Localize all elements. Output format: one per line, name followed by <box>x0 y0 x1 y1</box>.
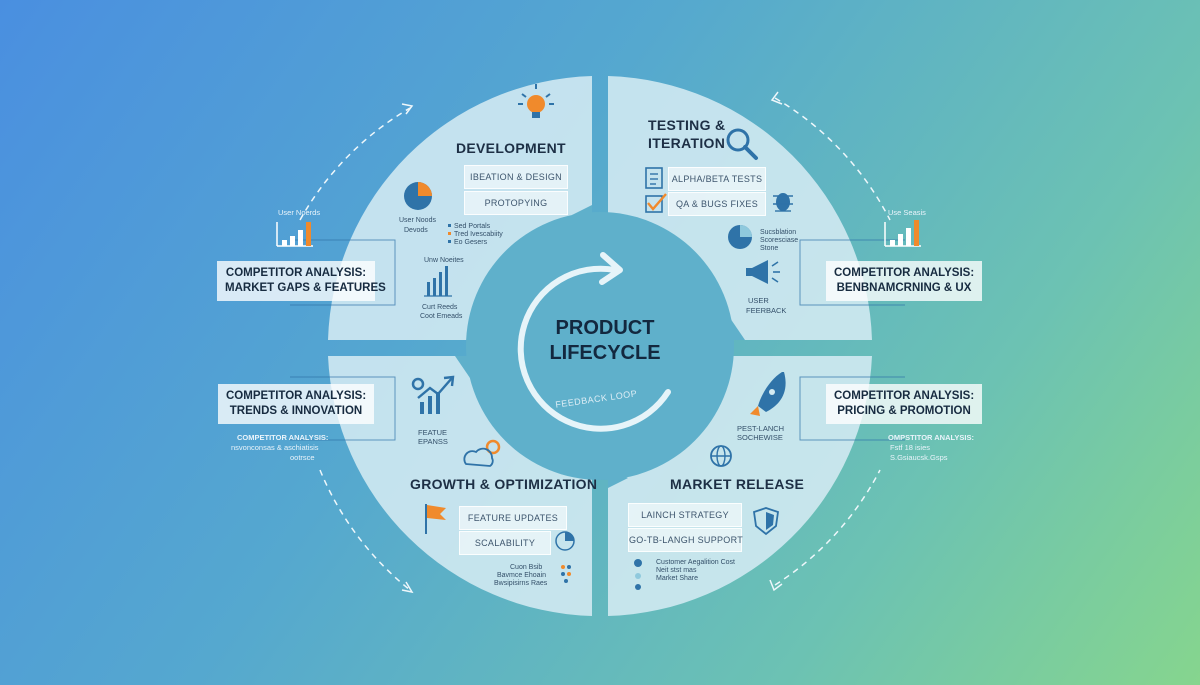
growth-legend-2: Bavmce Ehoain <box>497 572 547 579</box>
growth-pie-icon <box>555 531 575 551</box>
pie-chart-icon <box>404 182 432 210</box>
testing-pie-label-3: Stone <box>760 245 779 252</box>
megaphone-icon <box>746 260 780 284</box>
globe-icon <box>710 445 732 467</box>
stage-title-growth: GROWTH & OPTIMIZATION <box>410 476 598 492</box>
dev-bottom-label-2: Coot Emeads <box>420 313 463 320</box>
left-mini-bar-chart <box>276 222 313 247</box>
competitor-box-market-gaps[interactable]: COMPETITOR ANALYSIS: MARKET GAPS & FEATU… <box>217 261 386 301</box>
release-launch-label-2: SOCHEWISE <box>737 433 783 442</box>
shield-icon <box>753 507 779 536</box>
flag-icon <box>425 504 446 534</box>
center-title-line2: LIFECYCLE <box>549 342 661 364</box>
bug-icon <box>773 193 793 212</box>
stage-title-testing-line1: TESTING & <box>648 117 726 133</box>
release-legend-dots <box>634 559 642 590</box>
bar-chart-icon <box>424 266 452 297</box>
left-note-line-2: nsvonconsas & aschiatisis <box>231 443 319 452</box>
chip-go-to-launch[interactable]: GO-TB-LANGH SUPPORT <box>628 528 743 552</box>
dev-pie-label-1: User Noods <box>399 217 436 224</box>
growth-legend-1: Cuon Bsib <box>510 564 543 571</box>
growth-feature-label-2: EPANSS <box>418 437 448 446</box>
chip-alpha-beta[interactable]: ALPHA/BETA TESTS <box>668 167 766 191</box>
center-title: PRODUCT LIFECYCLE <box>520 316 690 366</box>
chip-feature-updates[interactable]: FEATURE UPDATES <box>459 506 567 530</box>
outer-dashed-arrows <box>299 97 891 591</box>
release-legend-2: Neit stst mas <box>656 567 697 574</box>
growth-legend-3: Bwsipisirns Raes <box>494 580 548 587</box>
release-launch-label-1: PEST-LANCH <box>737 424 785 433</box>
checkbox-icon <box>645 193 667 213</box>
document-icon <box>645 167 663 189</box>
cloud-gear-icon <box>463 439 501 467</box>
testing-feedback-label-2: FEERBACK <box>746 306 787 315</box>
connector-lines <box>290 239 905 441</box>
lightbulb-icon <box>518 84 554 118</box>
left-note-line-1: COMPETITOR ANALYSIS: <box>237 433 329 442</box>
dev-legend-1: Sed Portals <box>454 223 491 230</box>
dashed-arrow-heads <box>401 91 783 594</box>
stage-title-testing-line2: ITERATION <box>648 135 726 151</box>
competitor-box-market-gaps-line2: MARKET GAPS & FEATURES <box>225 282 386 294</box>
growth-feature-label-1: FEATUE <box>418 428 448 437</box>
right-mini-bar-chart <box>884 220 921 247</box>
center-title-line1: PRODUCT <box>555 317 655 339</box>
chip-ideation[interactable]: IBEATION & DESIGN <box>464 165 568 189</box>
dev-legend-2: Tred Ivescabiity <box>454 231 503 238</box>
magnifier-icon <box>726 128 758 160</box>
dev-pie-label-2: Devods <box>404 227 428 234</box>
right-note-line-2: Fstf 18 isies <box>890 443 931 452</box>
competitor-box-pricing[interactable]: COMPETITOR ANALYSIS: PRICING & PROMOTION <box>826 384 982 424</box>
competitor-box-benchmarking-line1: COMPETITOR ANALYSIS: <box>834 267 975 279</box>
left-chart-label: User Noerds <box>278 208 321 217</box>
competitor-box-pricing-line2: PRICING & PROMOTION <box>837 405 971 417</box>
chip-launch-strategy[interactable]: LAINCH STRATEGY <box>628 503 742 527</box>
stage-title-development: DEVELOPMENT <box>456 140 566 156</box>
rocket-icon <box>750 372 786 416</box>
testing-pie-icon <box>728 225 752 249</box>
competitor-box-benchmarking-line2: BENBNAMCRNING & UX <box>836 282 972 294</box>
competitor-box-trends-line1: COMPETITOR ANALYSIS: <box>226 390 367 402</box>
release-legend-3: Market Share <box>656 575 699 582</box>
chip-prototyping[interactable]: PROTOPYING <box>464 191 568 215</box>
hub-circle <box>466 212 734 480</box>
testing-pie-label-1: Sucsblation <box>760 229 797 236</box>
right-note-line-1: OMPSTITOR ANALYSIS: <box>888 433 974 442</box>
release-legend-1: Customer Aegalition Cost <box>656 559 735 566</box>
growth-chart-icon <box>417 375 455 414</box>
flow-arrow-bottom <box>608 468 628 488</box>
growth-legend-dots <box>561 565 571 583</box>
legend-dots-icon <box>448 224 451 243</box>
right-note-line-3: S.Gsiaucsk.Gsps <box>890 453 948 462</box>
flow-arrow-left <box>455 356 485 378</box>
quadrant-development[interactable] <box>328 76 592 340</box>
gear-icon <box>411 377 425 391</box>
competitor-box-pricing-line1: COMPETITOR ANALYSIS: <box>834 390 975 402</box>
dev-bar-label: Unw Noeites <box>424 257 464 264</box>
competitor-box-trends-line2: TRENDS & INNOVATION <box>229 405 363 417</box>
stage-title-release: MARKET RELEASE <box>670 476 805 492</box>
right-chart-label: Use Seasis <box>888 208 926 217</box>
testing-pie-label-2: Scoresciase <box>760 237 799 244</box>
left-note-line-3: ootrsce <box>290 453 315 462</box>
flow-arrow-top <box>572 205 592 225</box>
dev-bottom-label-1: Curt Reeds <box>422 304 458 311</box>
competitor-box-benchmarking[interactable]: COMPETITOR ANALYSIS: BENBNAMCRNING & UX <box>826 261 982 301</box>
testing-feedback-label-1: USER <box>748 296 769 305</box>
flow-arrow-right <box>715 318 745 340</box>
chip-qa-bugs[interactable]: QA & BUGS FIXES <box>668 192 766 216</box>
feedback-loop <box>517 252 671 432</box>
chip-scalability[interactable]: SCALABILITY <box>459 531 551 555</box>
stage-title-testing: TESTING & ITERATION <box>648 116 725 152</box>
dev-legend-3: Eo Gesers <box>454 239 488 246</box>
competitor-box-market-gaps-line1: COMPETITOR ANALYSIS: <box>225 267 367 279</box>
competitor-box-trends[interactable]: COMPETITOR ANALYSIS: TRENDS & INNOVATION <box>218 384 374 424</box>
